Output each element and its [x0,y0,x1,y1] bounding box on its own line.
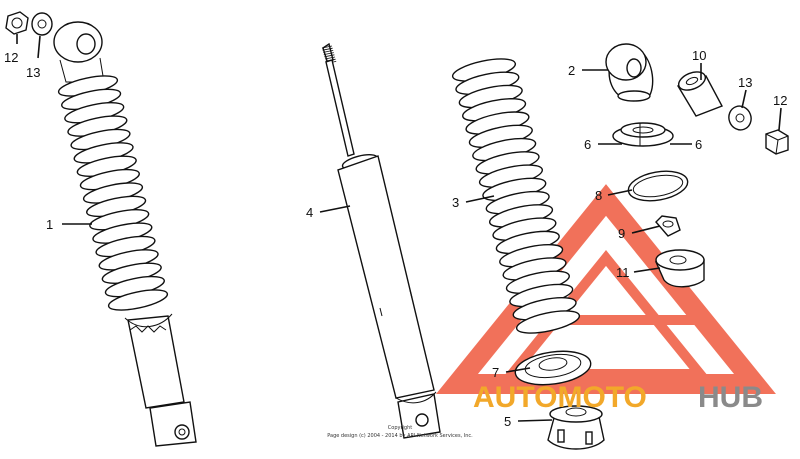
thread-line [324,56,336,60]
thread-line [322,47,333,51]
stopper-ring [627,170,689,202]
coil-spring [451,58,581,334]
damper-unit [321,42,441,439]
thread-line [324,54,335,58]
small-bush [655,215,681,237]
nut-right [765,129,789,155]
callout-12-left: 12 [4,50,18,65]
callout-13-left: 13 [26,65,40,80]
copyright-notice: Copyright Page design (c) 2004 - 2014 by… [327,425,473,439]
thread-line [321,45,333,49]
copyright-line-1: Copyright [388,425,412,431]
callout-8: 8 [595,188,602,203]
callout-6-right: 6 [695,137,702,152]
callout-3: 3 [452,195,459,210]
callout-10: 10 [692,48,706,63]
brand-text-hub: HUB [698,381,763,414]
callout-11: 11 [616,265,630,280]
callout-2: 2 [568,63,575,78]
callout-9: 9 [618,226,625,241]
copyright-line-2: Page design (c) 2004 - 2014 by ARI Netwo… [327,433,473,439]
stopper-rubber [654,249,705,288]
thread-line [323,52,334,55]
thread-line [323,50,334,53]
callout-5: 5 [504,414,511,429]
callout-13-right: 13 [738,75,752,90]
washer-right [728,105,752,131]
spring-adjuster [547,405,605,450]
watermark-brand: AUTOMOTO HUB [473,381,763,414]
spring-coil [515,310,581,334]
spring-coil [107,289,169,311]
callout-1: 1 [46,217,53,232]
callout-6-left: 6 [584,137,591,152]
washer-left [31,12,53,36]
callout-7: 7 [492,365,499,380]
upper-mount-eye [605,43,654,102]
brand-text-automoto: AUTOMOTO [473,381,647,414]
callout-numbers: 12 13 1 4 3 2 10 13 12 6 6 8 9 11 7 5 [4,48,787,429]
callout-12-right: 12 [773,93,787,108]
leader-lines [16,34,782,422]
spring-seat-collet [612,122,674,147]
shock-absorber-assembly [53,21,197,447]
nut-left [5,11,29,35]
callout-4: 4 [306,205,313,220]
lower-spring-seat [514,350,592,386]
bushing-sleeve [676,71,723,117]
